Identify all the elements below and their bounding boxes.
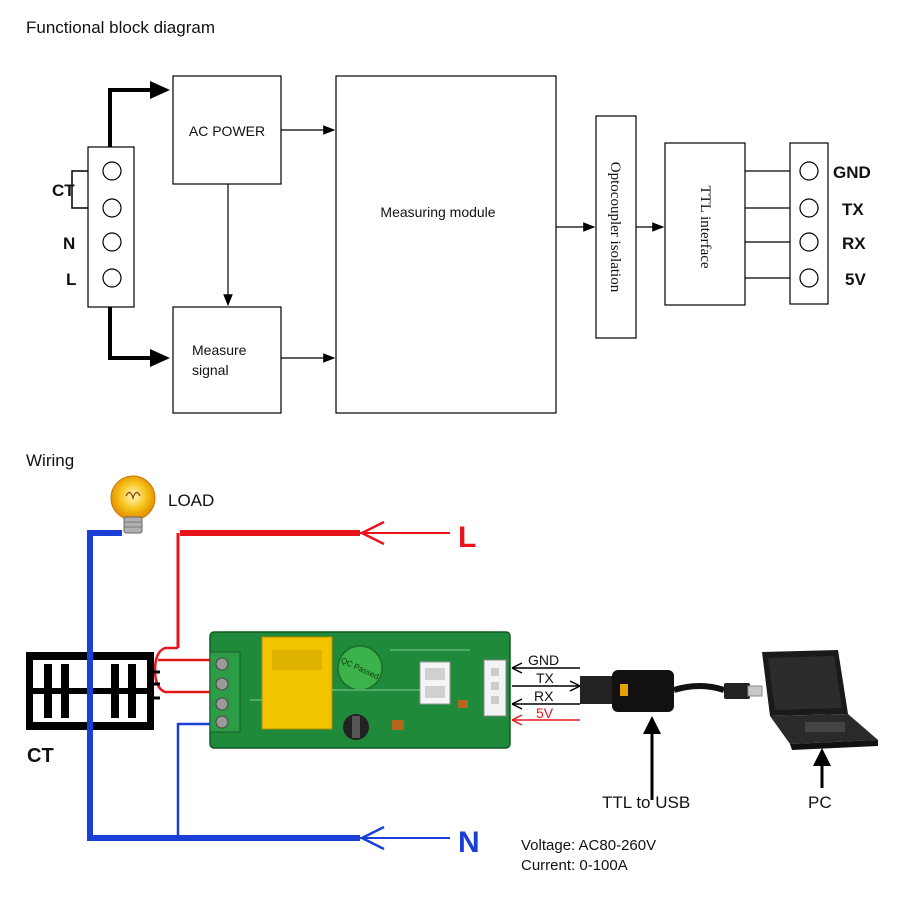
ttl-interface-label: TTL interface <box>697 185 713 268</box>
output-pin-gnd: GND <box>833 163 871 182</box>
pc-laptop-icon <box>762 650 878 750</box>
wiring-pin-gnd: GND <box>528 652 559 668</box>
output-terminal-block <box>789 142 829 305</box>
load-bulb-icon <box>110 475 156 534</box>
output-pin-tx: TX <box>842 200 864 219</box>
line-label: L <box>458 521 476 554</box>
output-pin-5v: 5V <box>845 270 866 289</box>
ac-power-label: AC POWER <box>189 123 265 139</box>
load-label: LOAD <box>168 491 214 510</box>
measure-signal-label-1: Measure <box>192 342 247 358</box>
pzem-board: QC Passed <box>209 631 511 749</box>
terminal-label-n: N <box>63 234 75 253</box>
ttl-usb-label: TTL to USB <box>602 793 690 812</box>
ttl-interface-block <box>664 142 746 306</box>
arrow-to-ac-power <box>108 88 152 147</box>
optocoupler-block <box>595 115 637 339</box>
pc-label: PC <box>808 793 832 812</box>
measuring-module-label: Measuring module <box>380 204 495 220</box>
current-transformer-icon <box>26 652 160 730</box>
wiring-pin-rx: RX <box>534 688 554 704</box>
neutral-label: N <box>458 826 480 859</box>
optocoupler-label: Optocoupler isolation <box>607 162 623 293</box>
ttl-pin-lines <box>511 662 581 726</box>
input-terminal-block <box>71 146 135 308</box>
wiring-pin-5v: 5V <box>536 705 554 721</box>
measure-signal-label-2: signal <box>192 362 229 378</box>
terminal-label-l: L <box>66 270 76 289</box>
spec-voltage: Voltage: AC80-260V <box>521 837 656 854</box>
ac-power-block <box>172 75 282 185</box>
measure-signal-block <box>172 306 282 414</box>
ct-label: CT <box>27 745 54 767</box>
output-pin-rx: RX <box>842 234 866 253</box>
arrow-to-measure-signal <box>108 307 152 360</box>
wiring-title: Wiring <box>26 451 74 470</box>
spec-current: Current: 0-100A <box>521 857 628 874</box>
block-diagram-title: Functional block diagram <box>26 18 215 37</box>
measuring-module-block <box>335 75 557 414</box>
wiring-pin-tx: TX <box>536 670 555 686</box>
terminal-label-ct: CT <box>52 181 75 200</box>
ttl-usb-adapter-icon <box>580 670 763 712</box>
